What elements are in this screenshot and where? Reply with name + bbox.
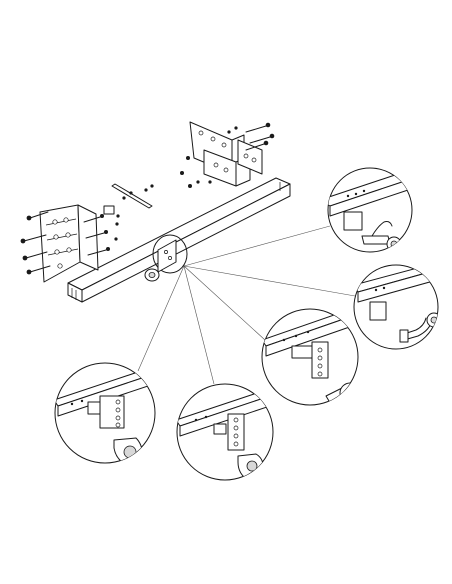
left-bracket — [39, 204, 99, 283]
right-bracket — [189, 121, 263, 187]
center-plate — [144, 234, 188, 282]
left-bolts — [20, 211, 119, 275]
right-bolts — [180, 122, 275, 188]
detail-3 — [261, 308, 359, 406]
leader-lines — [137, 225, 356, 385]
detail-4 — [176, 383, 274, 481]
center-strap — [103, 183, 154, 218]
detail-2 — [353, 264, 439, 350]
cross-beam — [67, 177, 291, 303]
detail-5 — [54, 362, 156, 464]
detail-1 — [327, 167, 413, 253]
